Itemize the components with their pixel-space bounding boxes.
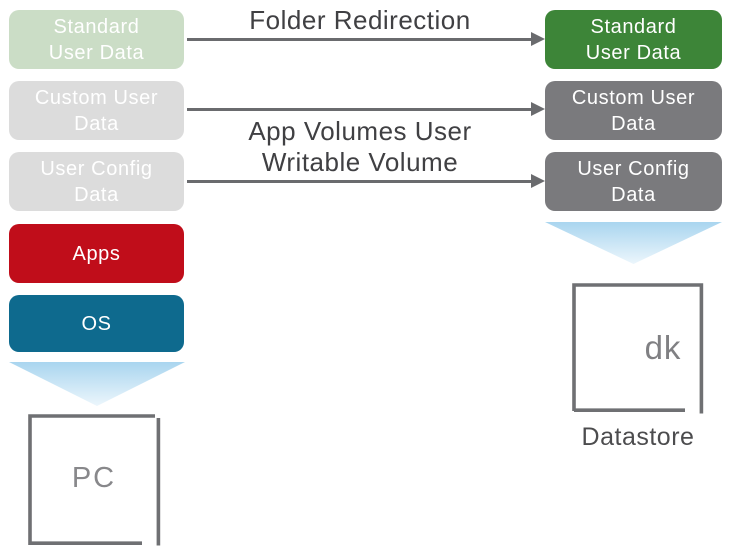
user-config-data-arrowhead-icon: [531, 174, 545, 188]
folder-redirection-label: Folder Redirection: [249, 5, 471, 35]
right-box-user-config-data: User Config Data: [545, 152, 722, 211]
datastore-device-icon: [572, 283, 704, 414]
folder-redirection-arrow-line: [187, 38, 532, 41]
app-volumes-label: App Volumes User Writable Volume: [248, 116, 472, 177]
custom-user-data-arrow-line: [187, 108, 532, 111]
left-box-apps: Apps: [9, 224, 184, 283]
left-box-standard-user-data: Standard User Data: [9, 10, 184, 69]
folder-redirection-arrowhead-icon: [531, 32, 545, 46]
datastore-icon-text: dk: [644, 329, 682, 366]
datastore-label: Datastore: [581, 423, 695, 451]
custom-user-data-arrowhead-icon: [531, 102, 545, 116]
left-down-triangle-icon: [9, 362, 185, 406]
pc-device-icon: [28, 414, 161, 546]
left-box-custom-user-data: Custom User Data: [9, 81, 184, 140]
right-box-custom-user-data: Custom User Data: [545, 81, 722, 140]
left-box-user-config-data: User Config Data: [9, 152, 184, 211]
user-config-data-arrow-line: [187, 180, 532, 183]
right-down-triangle-icon: [545, 222, 722, 264]
right-box-standard-user-data: Standard User Data: [545, 10, 722, 69]
pc-label: PC: [71, 461, 117, 494]
left-box-os: OS: [9, 295, 184, 352]
